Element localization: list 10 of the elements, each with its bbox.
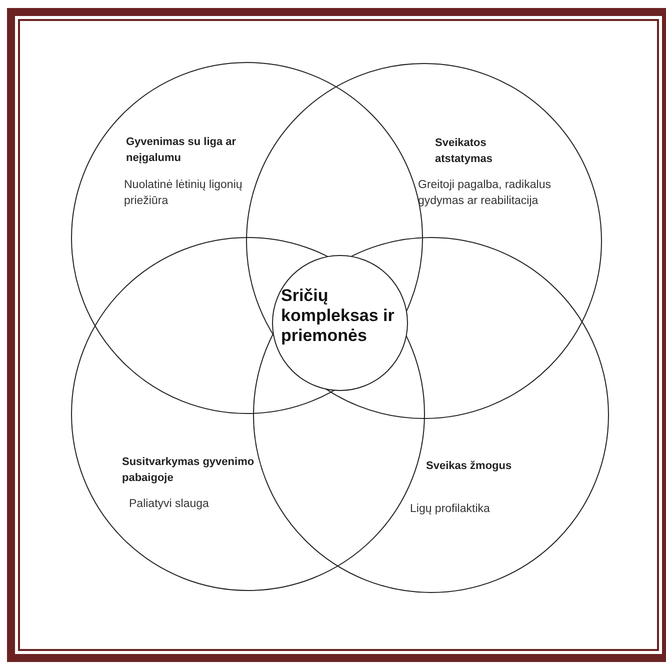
- circle-description: Greitoji pagalba, radikalus gydymas ar reabilitacija: [418, 178, 552, 209]
- circle-heading: Sveikas žmogus: [426, 459, 513, 474]
- circle-heading: Susitvarkymas gyvenimo pabaigoje: [122, 455, 256, 486]
- venn-circle: [253, 237, 609, 593]
- circle-description: Nuolatinė lėtinių ligonių priežiūra: [124, 178, 244, 209]
- circle-description: Ligų profilaktika: [410, 502, 491, 517]
- center-label: Sričių kompleksas ir priemonės: [280, 286, 396, 346]
- circle-heading: Sveikatos atstatymas: [435, 136, 494, 167]
- circle-heading: Gyvenimas su liga ar neįgalumu: [126, 135, 238, 166]
- circle-description: Paliatyvi slauga: [129, 497, 210, 512]
